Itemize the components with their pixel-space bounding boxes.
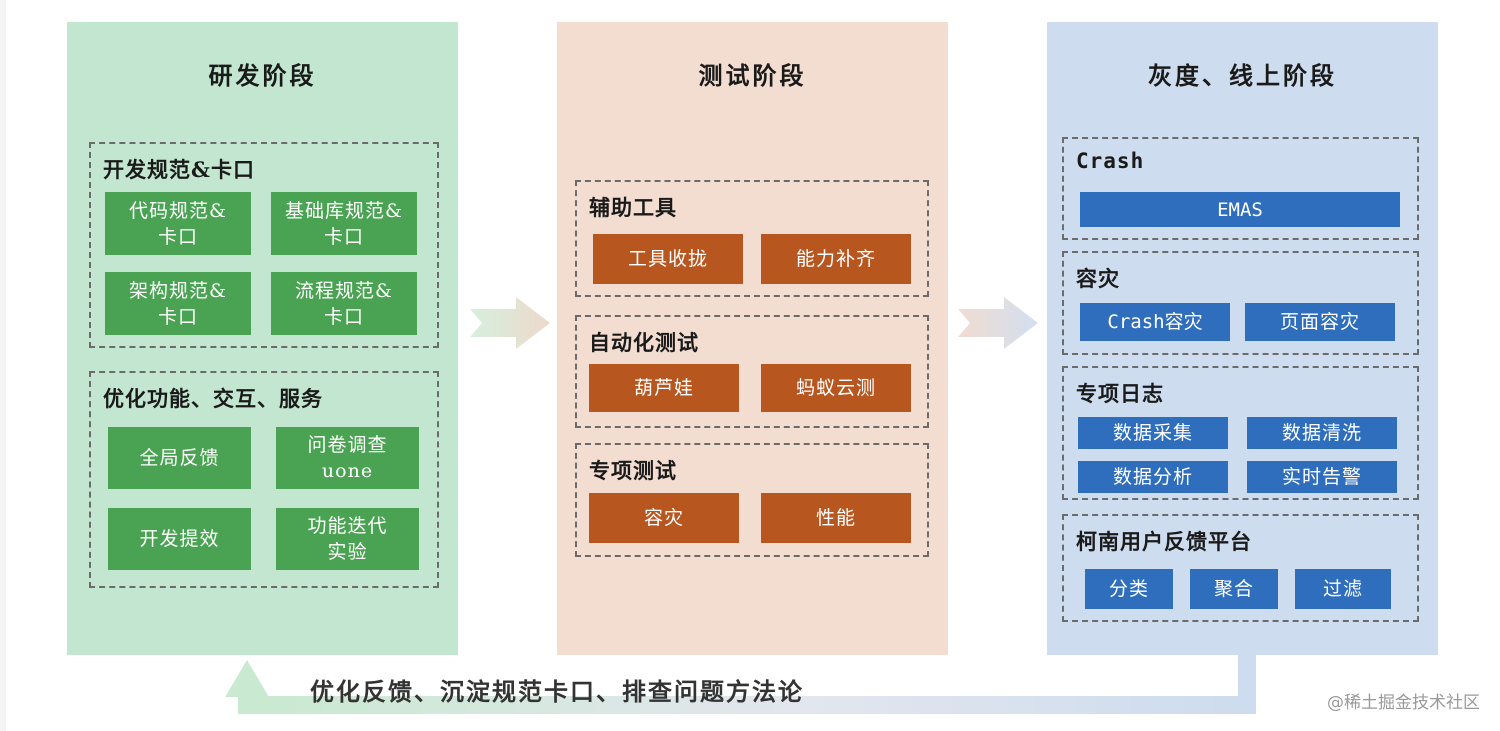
left-edge-strip — [0, 0, 6, 731]
performance-chip: 性能 — [761, 493, 911, 543]
arch-standard-chip: 架构规范& 卡口 — [105, 272, 251, 335]
tool-consolidation-chip: 工具收拢 — [593, 234, 743, 284]
aggregate-chip: 聚合 — [1190, 569, 1278, 609]
process-standard-chip: 流程规范& 卡口 — [271, 272, 417, 335]
dev-efficiency-chip: 开发提效 — [108, 508, 251, 570]
test-to-online-arrow — [958, 297, 1038, 349]
dev-stage-column: 研发阶段 开发规范&卡口 代码规范& 卡口 基础库规范& 卡口 架构规范& 卡口… — [67, 22, 458, 655]
disaster-recovery-group: 容灾 Crash容灾 页面容灾 — [1062, 251, 1419, 355]
dev-optimize-group: 优化功能、交互、服务 全局反馈 问卷调查 uone 开发提效 功能迭代 实验 — [89, 371, 439, 588]
online-stage-column: 灰度、线上阶段 Crash EMAS 容灾 Crash容灾 页面容灾 专项日志 … — [1047, 22, 1438, 655]
survey-uone-chip: 问卷调查 uone — [276, 427, 419, 489]
realtime-alert-chip: 实时告警 — [1247, 461, 1397, 493]
data-collection-chip: 数据采集 — [1078, 417, 1228, 449]
dev-standards-group: 开发规范&卡口 代码规范& 卡口 基础库规范& 卡口 架构规范& 卡口 流程规范… — [89, 142, 439, 348]
crash-group: Crash EMAS — [1062, 137, 1419, 240]
special-test-group: 专项测试 容灾 性能 — [575, 443, 929, 557]
online-stage-title: 灰度、线上阶段 — [1148, 61, 1337, 90]
disaster-recovery-test-chip: 容灾 — [589, 493, 739, 543]
data-cleaning-chip: 数据清洗 — [1247, 417, 1397, 449]
dev-optimize-title: 优化功能、交互、服务 — [103, 386, 323, 411]
crash-title: Crash — [1076, 149, 1145, 173]
filter-chip: 过滤 — [1295, 569, 1391, 609]
dev-stage-title: 研发阶段 — [208, 61, 317, 90]
base-lib-standard-chip: 基础库规范& 卡口 — [271, 192, 417, 255]
code-standard-chip: 代码规范& 卡口 — [105, 192, 251, 255]
watermark: @稀土掘金技术社区 — [1327, 693, 1480, 713]
test-stage-title: 测试阶段 — [698, 61, 807, 90]
conan-feedback-group: 柯南用户反馈平台 分类 聚合 过滤 — [1062, 514, 1419, 622]
global-feedback-chip: 全局反馈 — [108, 427, 251, 489]
data-analysis-chip: 数据分析 — [1078, 461, 1228, 493]
aux-tools-group: 辅助工具 工具收拢 能力补齐 — [575, 180, 929, 297]
conan-feedback-title: 柯南用户反馈平台 — [1076, 529, 1252, 554]
automation-test-title: 自动化测试 — [589, 330, 699, 355]
capability-fill-chip: 能力补齐 — [761, 234, 911, 284]
aux-tools-title: 辅助工具 — [589, 195, 677, 220]
classify-chip: 分类 — [1085, 569, 1173, 609]
dev-standards-title: 开发规范&卡口 — [103, 157, 255, 182]
special-log-title: 专项日志 — [1076, 381, 1164, 406]
ant-cloud-test-chip: 蚂蚁云测 — [761, 364, 911, 412]
special-test-title: 专项测试 — [589, 458, 677, 483]
feedback-loop-label: 优化反馈、沉淀规范卡口、排查问题方法论 — [310, 677, 804, 706]
page-recovery-chip: 页面容灾 — [1245, 303, 1395, 341]
automation-test-group: 自动化测试 葫芦娃 蚂蚁云测 — [575, 315, 929, 428]
huluwa-chip: 葫芦娃 — [589, 364, 739, 412]
special-log-group: 专项日志 数据采集 数据清洗 数据分析 实时告警 — [1062, 366, 1419, 500]
dev-to-test-arrow — [470, 297, 550, 349]
test-stage-column: 测试阶段 辅助工具 工具收拢 能力补齐 自动化测试 葫芦娃 蚂蚁云测 专项测试 … — [557, 22, 948, 655]
emas-chip: EMAS — [1080, 192, 1400, 227]
feature-iteration-chip: 功能迭代 实验 — [276, 508, 419, 570]
crash-recovery-chip: Crash容灾 — [1080, 303, 1230, 341]
disaster-recovery-title: 容灾 — [1076, 266, 1120, 291]
